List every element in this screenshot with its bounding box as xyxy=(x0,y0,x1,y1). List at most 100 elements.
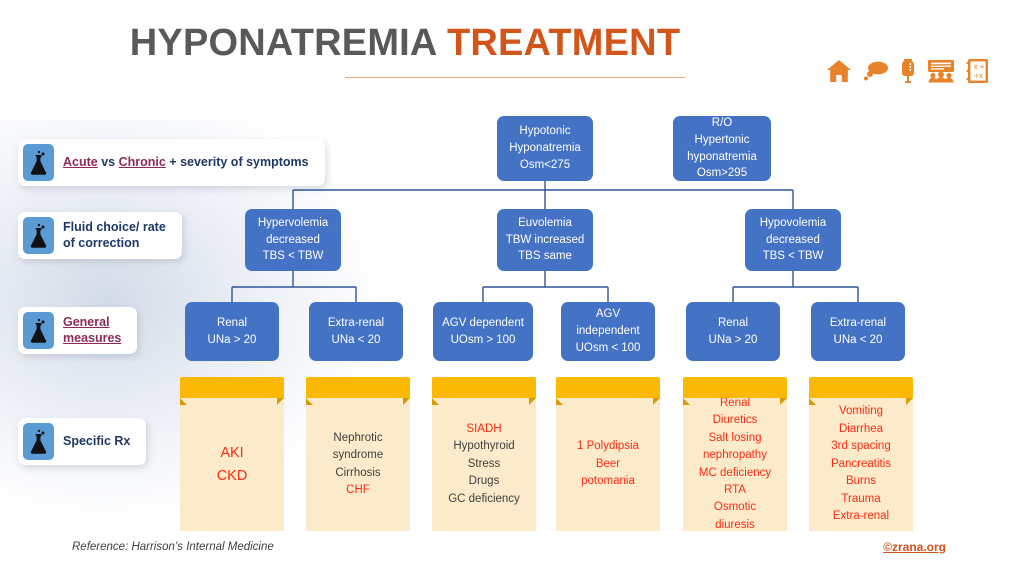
card-line: Extra-renal xyxy=(832,510,890,523)
node-line: Extra-renal xyxy=(327,316,385,329)
reference-text: Reference: Harrison’s Internal Medicine xyxy=(72,541,274,553)
iv-drip-bag-icon[interactable] xyxy=(900,58,916,84)
card-line: Osmotic xyxy=(713,501,757,514)
card-line: Cirrhosis xyxy=(335,466,381,479)
thought-bubble-icon[interactable] xyxy=(863,59,889,83)
card-line: nephropathy xyxy=(703,449,767,462)
card-body: AKI CKD xyxy=(180,398,284,531)
node-line: independent xyxy=(576,325,640,338)
node-line: Renal xyxy=(717,316,749,329)
node-hypervolemia[interactable]: Hypervolemia decreased TBS < TBW xyxy=(245,209,341,271)
node-line: Hypotonic xyxy=(519,125,571,138)
node-line: UOsm < 100 xyxy=(575,341,641,354)
node-line: decreased xyxy=(766,233,820,246)
svg-text:x: x xyxy=(979,72,983,80)
node-line: TBW increased xyxy=(505,233,585,246)
node-line: hyponatremia xyxy=(687,150,757,163)
card-line: Diarrhea xyxy=(838,422,884,435)
card-line: Burns xyxy=(845,475,877,488)
sidebar-item-label: General measures xyxy=(63,315,121,346)
node-line: TBS < TBW xyxy=(262,250,324,263)
node-extrarenal-hypovolemia[interactable]: Extra-renal UNa < 20 xyxy=(811,302,905,361)
sidebar-item-general-measures[interactable]: General measures xyxy=(18,307,138,354)
card-line: Hypothyroid xyxy=(453,440,515,453)
card-line: syndrome xyxy=(332,449,384,462)
page-header: HYPONATREMIA TREATMENT xyxy=(0,22,1024,84)
node-line: Osm>295 xyxy=(696,167,748,180)
node-line: Renal xyxy=(216,316,248,329)
header-icon-row: x + ÷ x xyxy=(826,58,989,84)
page-title: HYPONATREMIA TREATMENT xyxy=(0,22,810,65)
node-agv-dependent[interactable]: AGV dependent UOsm > 100 xyxy=(433,302,533,361)
formula-notebook-icon[interactable]: x + ÷ x xyxy=(966,58,989,84)
card-banner xyxy=(432,377,536,405)
sidebar-item-label: Specific Rx xyxy=(63,434,130,450)
card-line: Drugs xyxy=(468,475,500,488)
svg-text:x: x xyxy=(974,63,978,71)
node-ro-hypertonic[interactable]: R/O Hypertonic hyponatremia Osm>295 xyxy=(673,116,771,181)
node-extrarenal-hypervolemia[interactable]: Extra-renal UNa < 20 xyxy=(309,302,403,361)
sidebar-item-fluid-choice-rate[interactable]: Fluid choice/ rate of correction xyxy=(18,212,182,259)
svg-text:+: + xyxy=(979,63,985,71)
card-line: Trauma xyxy=(841,492,881,505)
legend-link[interactable]: Acute xyxy=(63,154,98,169)
legend-link[interactable]: General measures xyxy=(63,314,122,345)
home-icon[interactable] xyxy=(826,59,852,83)
node-line: Extra-renal xyxy=(829,316,887,329)
sidebar-item-acute-vs-chronic[interactable]: Acute vs Chronic + severity of symptoms xyxy=(18,139,325,186)
card-line: diuresis xyxy=(715,518,755,531)
node-line: UNa > 20 xyxy=(708,333,758,346)
node-line: Hyponatremia xyxy=(509,142,581,155)
card-banner xyxy=(556,377,660,405)
node-agv-independent[interactable]: AGV independent UOsm < 100 xyxy=(561,302,655,361)
card-line: GC deficiency xyxy=(448,492,520,505)
node-euvolemia[interactable]: Euvolemia TBW increased TBS same xyxy=(497,209,593,271)
node-line: UOsm > 100 xyxy=(450,333,516,346)
node-line: Hypertonic xyxy=(694,133,750,146)
card-line: RTA xyxy=(724,483,746,496)
card-line: Renal xyxy=(719,396,751,409)
card-line: AKI xyxy=(220,445,244,462)
node-line: UNa > 20 xyxy=(207,333,257,346)
treatment-card-aki-ckd[interactable]: AKI CKD xyxy=(180,377,284,531)
card-line: Diuretics xyxy=(712,414,758,427)
sidebar-item-label: Acute vs Chronic + severity of symptoms xyxy=(63,155,309,171)
node-line: Osm<275 xyxy=(519,158,571,171)
node-line: AGV xyxy=(595,308,621,321)
card-line: CKD xyxy=(216,467,248,484)
node-line: R/O xyxy=(711,117,733,130)
node-line: UNa < 20 xyxy=(331,333,381,346)
title-underline-rule xyxy=(345,77,685,78)
node-line: Hypervolemia xyxy=(257,216,329,229)
card-line: Salt losing xyxy=(708,431,762,444)
sidebar-item-specific-rx[interactable]: Specific Rx xyxy=(18,418,147,465)
title-accent: TREATMENT xyxy=(446,22,681,64)
legend-text: + severity of symptoms xyxy=(165,154,309,169)
node-line: decreased xyxy=(266,233,320,246)
legend-link[interactable]: Chronic xyxy=(118,154,166,169)
node-renal-hypovolemia[interactable]: Renal UNa > 20 xyxy=(686,302,780,361)
card-line: Beer xyxy=(595,457,621,470)
title-primary: HYPONATREMIA xyxy=(129,22,447,64)
legend-text: vs xyxy=(97,154,119,169)
credit-link[interactable]: ©zrana.org xyxy=(883,540,946,554)
card-line: Nephrotic xyxy=(333,431,383,444)
card-line: potomania xyxy=(581,475,635,488)
flask-icon xyxy=(23,423,54,460)
node-hypovolemia[interactable]: Hypovolemia decreased TBS < TBW xyxy=(745,209,841,271)
card-banner xyxy=(683,377,787,405)
presentation-audience-icon[interactable] xyxy=(927,59,955,83)
node-renal-hypervolemia[interactable]: Renal UNa > 20 xyxy=(185,302,279,361)
card-line: MC deficiency xyxy=(698,466,772,479)
sidebar-item-label: Fluid choice/ rate of correction xyxy=(63,220,166,251)
node-hypotonic[interactable]: Hypotonic Hyponatremia Osm<275 xyxy=(497,116,593,181)
